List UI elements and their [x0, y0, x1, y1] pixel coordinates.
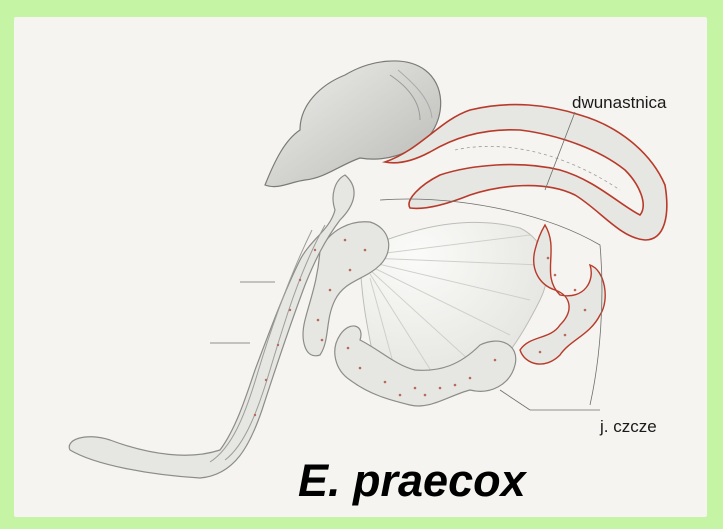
- stomach: [265, 61, 441, 187]
- duodenum-label: dwunastnica: [572, 93, 667, 113]
- species-title: E. praecox: [298, 455, 526, 507]
- jejunum-label: j. czcze: [600, 417, 657, 437]
